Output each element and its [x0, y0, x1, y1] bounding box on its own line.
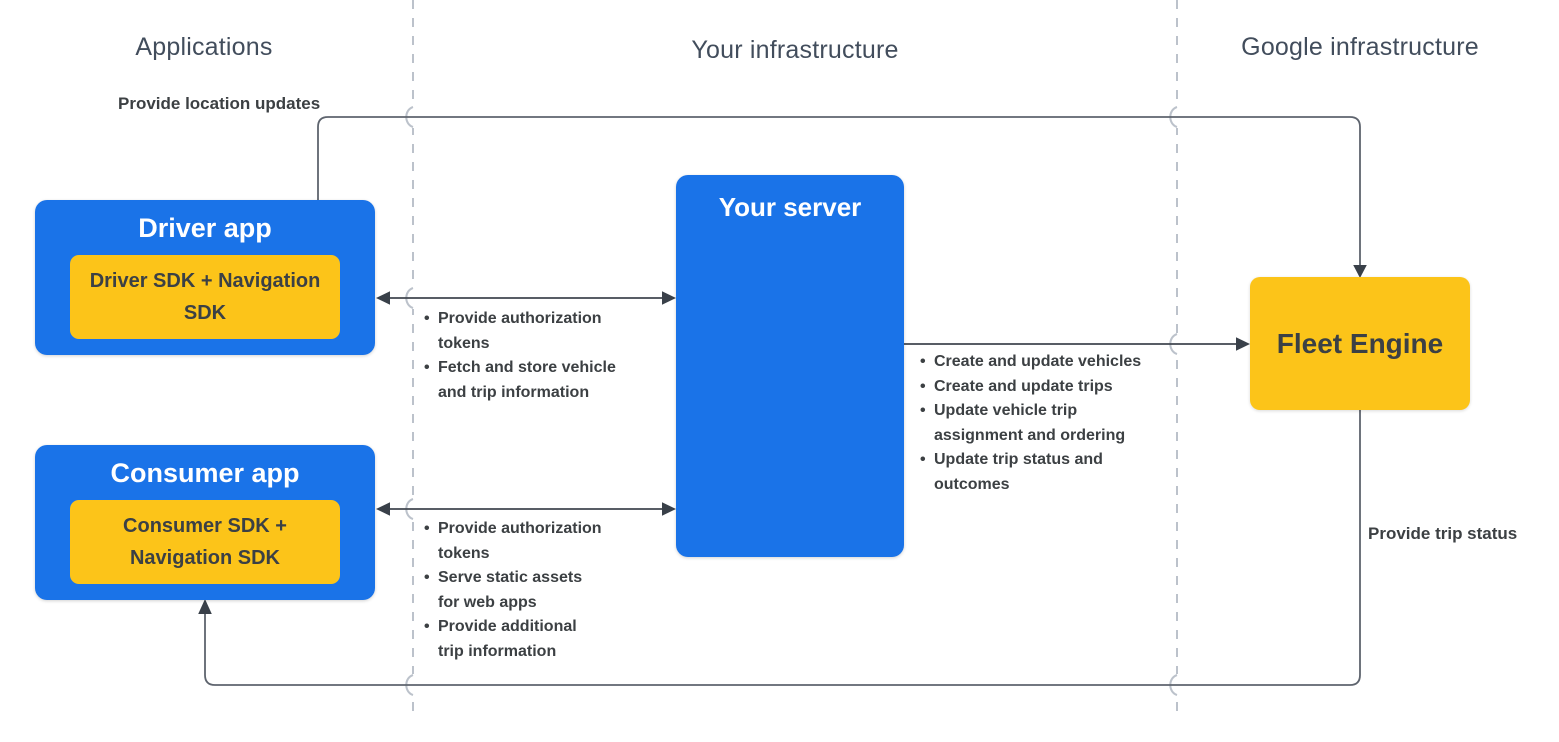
driver-sdk-node: Driver SDK + Navigation SDK — [70, 255, 340, 339]
bullet-text: Update vehicle trip assignment and order… — [934, 402, 1126, 444]
bullet-item: Fetch and store vehicle and trip informa… — [424, 356, 620, 405]
edge-label-provide-location-updates: Provide location updates — [118, 94, 321, 113]
bullet-item: Provide authorization tokens — [424, 307, 620, 356]
bullet-text: Serve static assets for web apps — [438, 569, 583, 611]
bullet-text: Create and update vehicles — [934, 353, 1142, 370]
your-server-title: Your server — [718, 192, 862, 222]
edge-label-provide-trip-status: Provide trip status — [1368, 524, 1518, 543]
bullet-text: Fetch and store vehicle and trip informa… — [438, 359, 616, 401]
driver-server-bullet-list: Provide authorization tokens Fetch and s… — [424, 307, 620, 405]
bullet-item: Update trip status and outcomes — [920, 448, 1156, 497]
bullet-text: Provide authorization tokens — [438, 520, 602, 562]
edge-consumer-server-arrowhead-left — [376, 502, 390, 516]
server-fleet-bullet-list: Create and update vehicles Create and up… — [920, 350, 1156, 497]
bullet-item: Serve static assets for web apps — [424, 566, 606, 615]
bullet-item: Provide additional trip information — [424, 615, 606, 664]
bullet-text: Provide authorization tokens — [438, 310, 602, 352]
bullet-text: Provide additional trip information — [438, 618, 577, 660]
edge-consumer-server-arrowhead-right — [662, 502, 676, 516]
edge-driver-server-arrowhead-left — [376, 291, 390, 305]
consumer-sdk-node: Consumer SDK + Navigation SDK — [70, 500, 340, 584]
consumer-app-title: Consumer app — [110, 458, 300, 488]
fleet-engine-node: Fleet Engine — [1250, 277, 1470, 410]
driver-app-node: Driver app Driver SDK + Navigation SDK — [35, 200, 375, 355]
column-header-applications: Applications — [135, 33, 273, 61]
driver-app-title: Driver app — [138, 213, 272, 243]
bullet-item: Update vehicle trip assignment and order… — [920, 399, 1156, 448]
bullet-item: Create and update trips — [920, 375, 1156, 400]
column-header-google-infrastructure: Google infrastructure — [1241, 33, 1479, 61]
consumer-server-bullet-list: Provide authorization tokens Serve stati… — [424, 517, 606, 664]
bullet-text: Update trip status and outcomes — [934, 451, 1103, 493]
bullet-text: Create and update trips — [934, 377, 1113, 395]
edge-trip-status-arrowhead — [198, 599, 212, 614]
bullet-item: Create and update vehicles — [920, 350, 1156, 375]
column-header-your-infrastructure: Your infrastructure — [691, 36, 899, 64]
edge-server-fleet-arrowhead — [1236, 337, 1250, 351]
your-server-node: Your server — [676, 175, 904, 557]
bullet-item: Provide authorization tokens — [424, 517, 606, 566]
edge-driver-server-arrowhead-right — [662, 291, 676, 305]
consumer-app-node: Consumer app Consumer SDK + Navigation S… — [35, 445, 375, 600]
